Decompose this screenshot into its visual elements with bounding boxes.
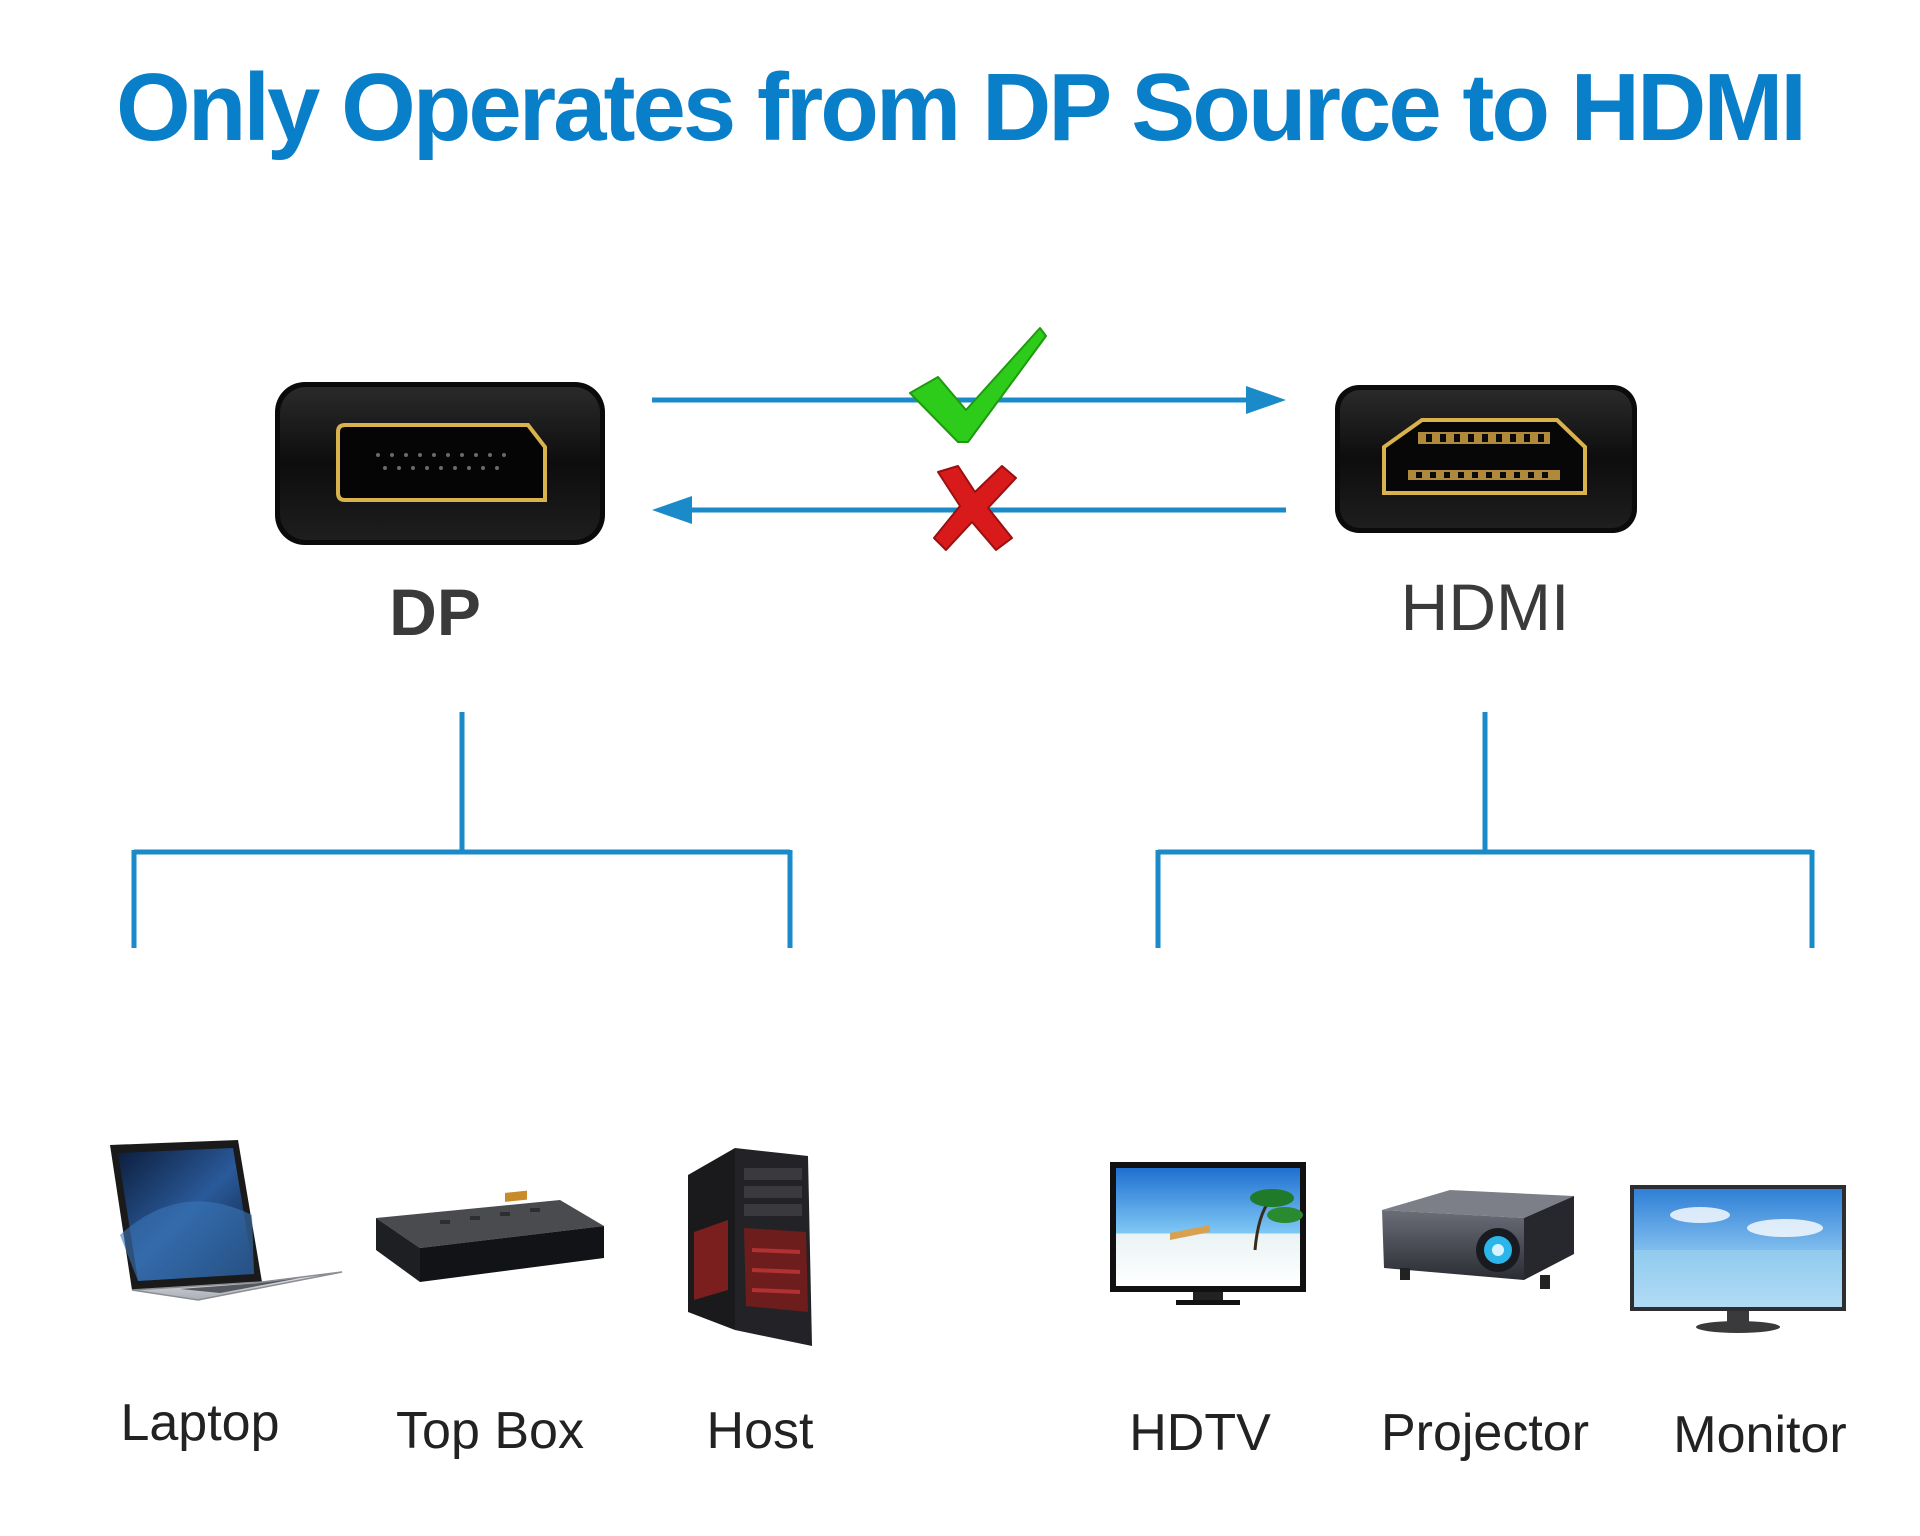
- pc-tower-icon: [688, 1148, 812, 1346]
- source-devices-connector-tree: [131, 712, 793, 948]
- tv-icon: [1110, 1162, 1306, 1305]
- target-port-label: HDMI: [1401, 570, 1570, 644]
- monitor-icon: [1630, 1185, 1846, 1333]
- device-label-top-box: Top Box: [396, 1402, 584, 1460]
- laptop-icon: [110, 1140, 343, 1301]
- device-label-projector: Projector: [1381, 1404, 1589, 1462]
- green-check-icon: [909, 327, 1047, 443]
- device-label-laptop: Laptop: [120, 1394, 279, 1452]
- red-cross-icon: [933, 465, 1017, 551]
- displayport-connector-icon: [275, 382, 605, 545]
- set-top-box-icon: [376, 1190, 604, 1282]
- projector-icon: [1382, 1190, 1574, 1289]
- target-devices-connector-tree: [1155, 712, 1815, 948]
- device-label-host: Host: [707, 1402, 814, 1460]
- page-title: Only Operates from DP Source to HDMI: [116, 54, 1804, 161]
- hdmi-connector-icon: [1335, 385, 1637, 533]
- device-label-hdtv: HDTV: [1129, 1404, 1271, 1462]
- device-label-monitor: Monitor: [1673, 1406, 1846, 1464]
- source-port-label: DP: [389, 575, 481, 649]
